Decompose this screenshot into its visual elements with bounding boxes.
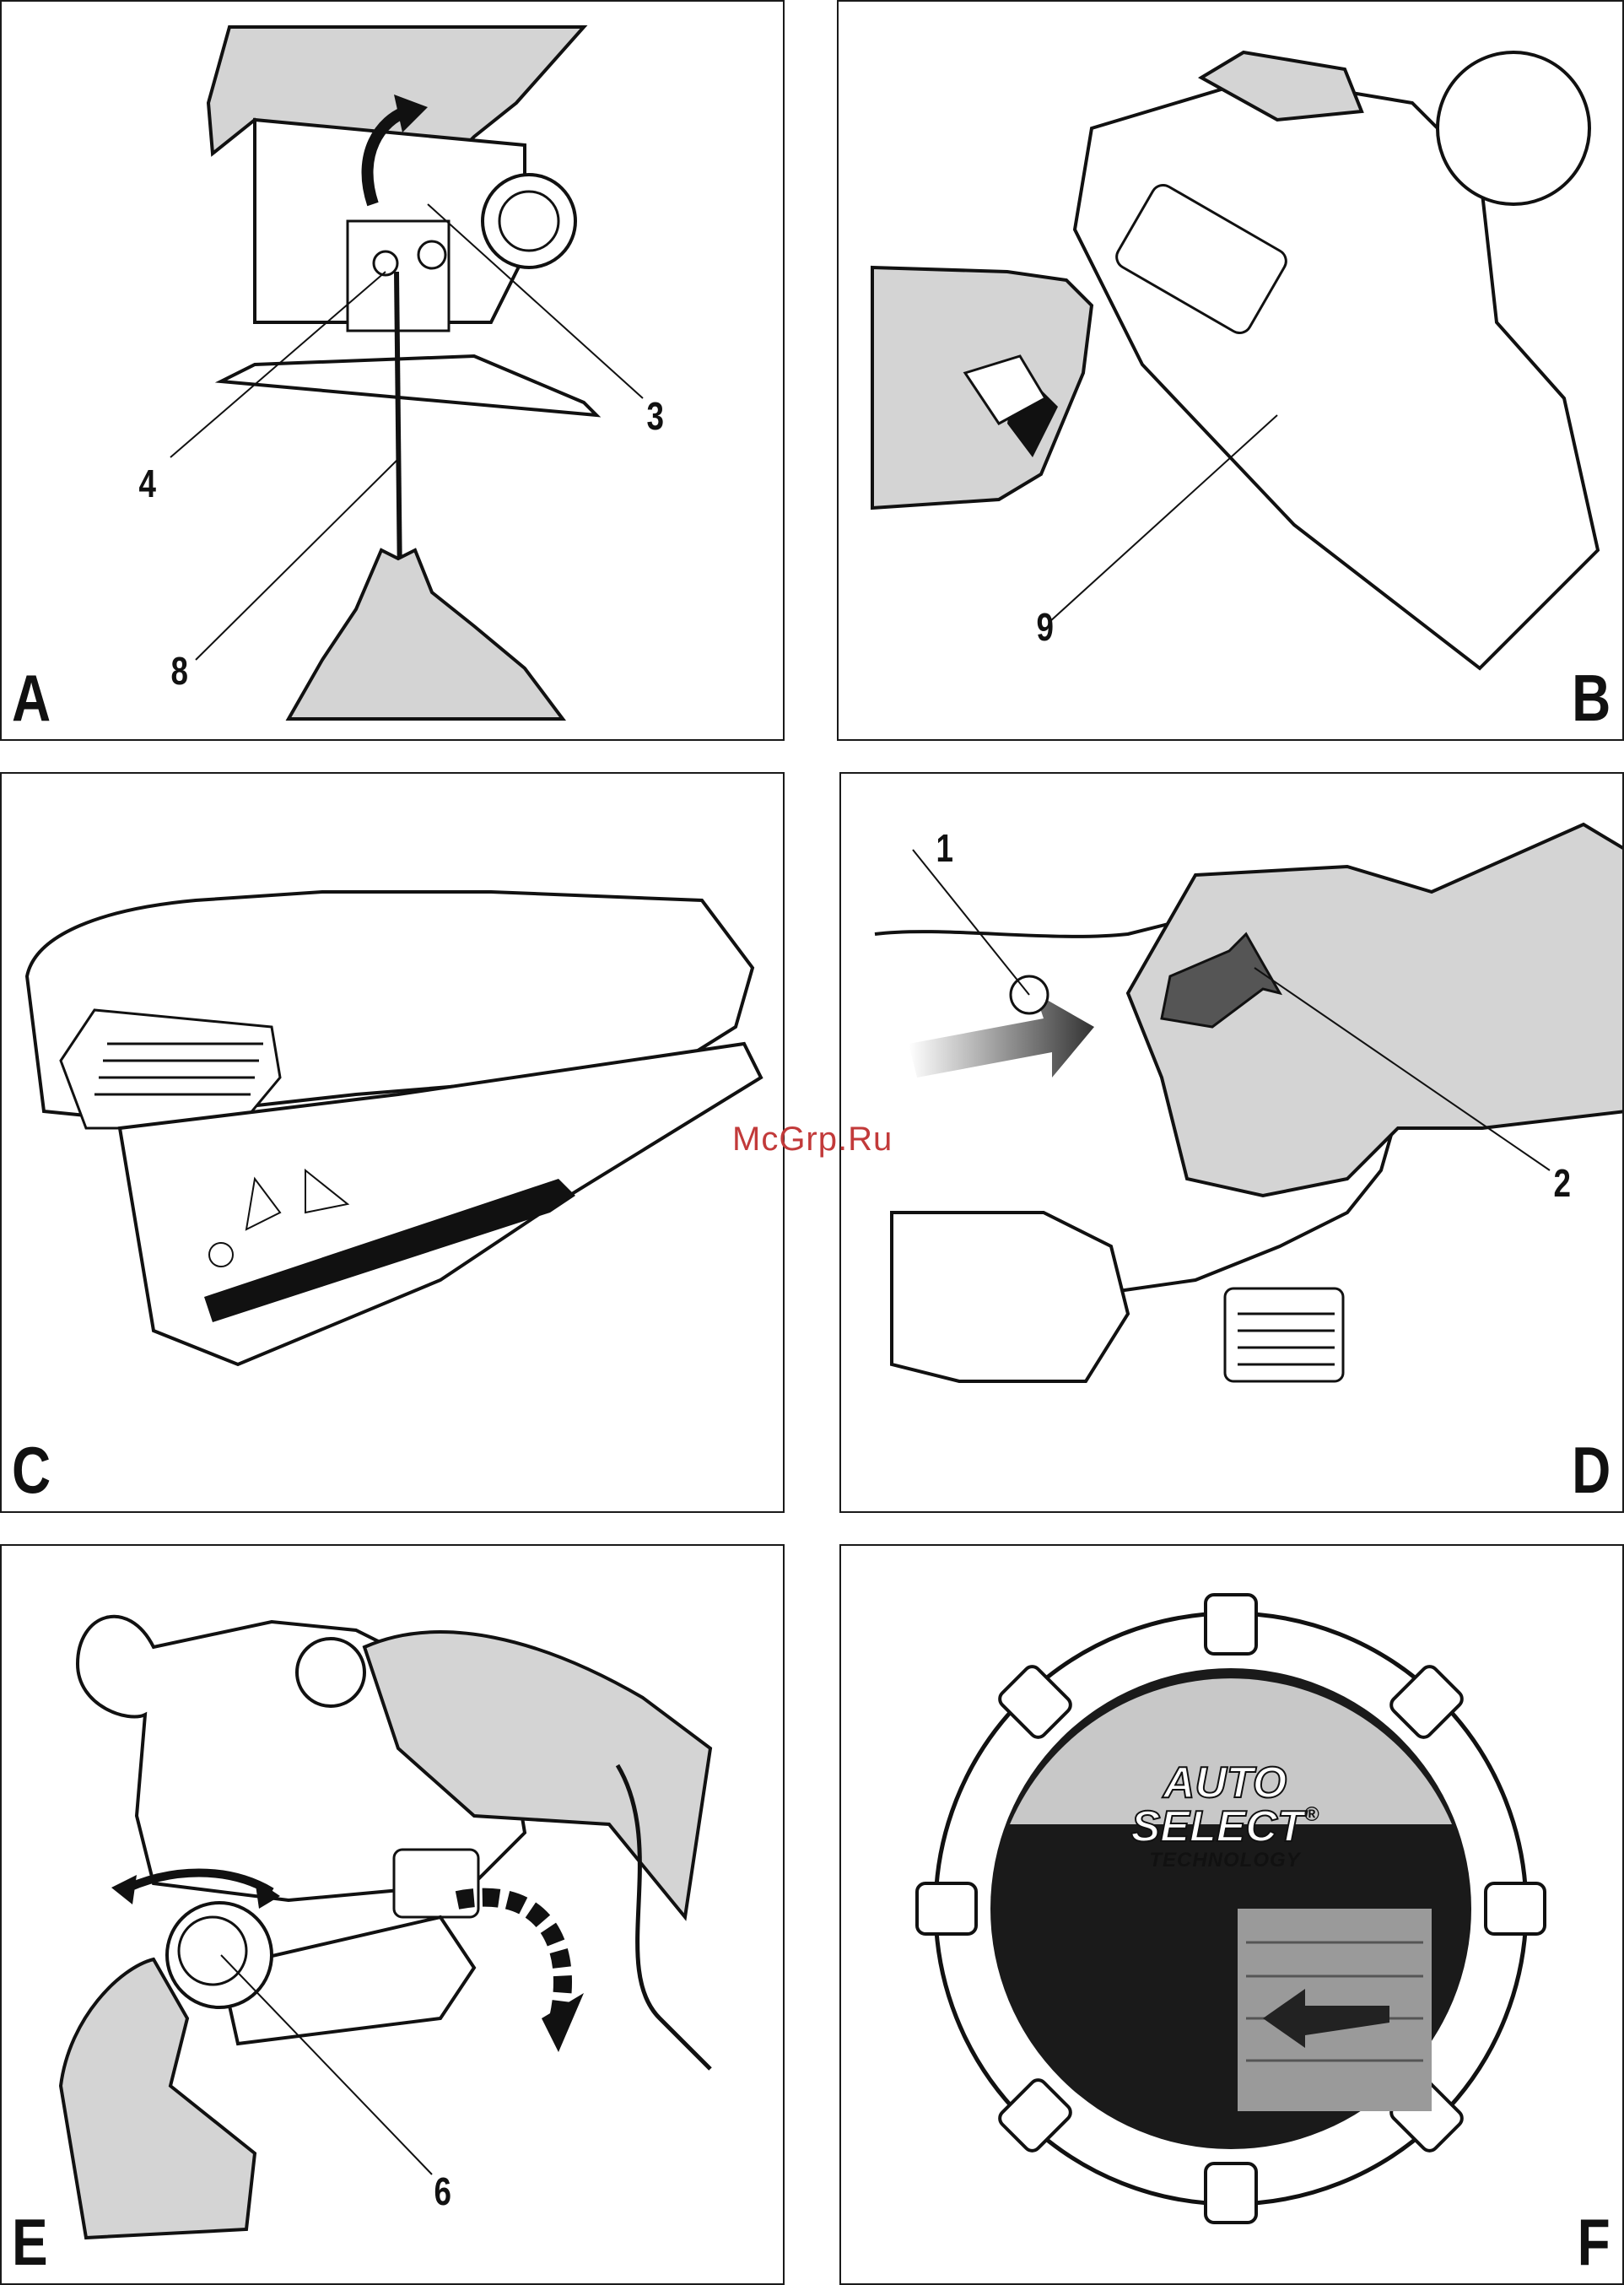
callout-6: 6	[434, 2172, 451, 2211]
panel-letter-a: A	[12, 665, 51, 731]
callout-8: 8	[171, 651, 188, 690]
blade-in-storage-illustration	[2, 774, 785, 1513]
panel-f: AUTO SELECT® TECHNOLOGY F	[839, 1544, 1624, 2285]
panel-b: 9 B	[837, 0, 1624, 741]
logo-line-2: SELECT	[1131, 1802, 1304, 1851]
panel-letter-c: C	[12, 1437, 51, 1503]
auto-select-dial-illustration	[841, 1546, 1624, 2285]
logo-line-3: TECHNOLOGY	[1086, 1849, 1364, 1872]
switch-lock-illustration	[841, 774, 1624, 1513]
panel-c: C	[0, 772, 785, 1513]
watermark: McGrp.Ru	[732, 1121, 893, 1159]
logo-line-2-row: SELECT®	[1086, 1805, 1364, 1849]
panel-letter-f: F	[1578, 2209, 1611, 2275]
blade-storage-illustration	[839, 2, 1624, 741]
callout-3: 3	[647, 397, 664, 435]
blade-clamp-illustration	[2, 2, 785, 741]
panel-d: 1 2 D	[839, 772, 1624, 1513]
panel-e: 6 E	[0, 1544, 785, 2285]
bevel-knob-illustration	[2, 1546, 785, 2285]
callout-1: 1	[936, 829, 953, 867]
panel-letter-b: B	[1572, 665, 1611, 731]
callout-2: 2	[1554, 1164, 1571, 1202]
callout-4: 4	[139, 464, 156, 503]
callout-9: 9	[1037, 608, 1054, 646]
logo-line-1: AUTO	[1086, 1761, 1364, 1805]
panel-a: 3 4 8 A	[0, 0, 785, 741]
auto-select-logo: AUTO SELECT® TECHNOLOGY	[1086, 1761, 1364, 1879]
panel-letter-d: D	[1572, 1437, 1611, 1503]
panel-letter-e: E	[12, 2209, 48, 2275]
registered-mark: ®	[1304, 1803, 1319, 1826]
